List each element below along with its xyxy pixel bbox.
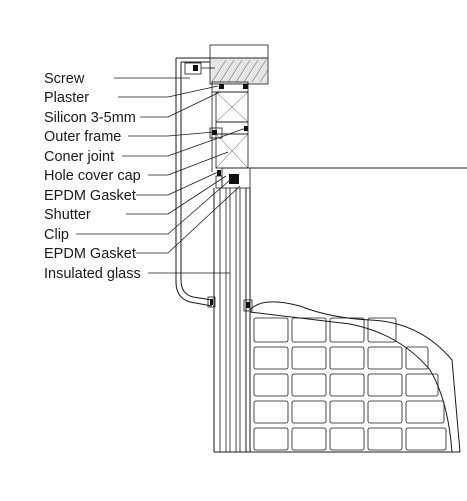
- glass-block-wall: [214, 301, 461, 453]
- glass-block: [405, 373, 439, 397]
- glass-block: [253, 373, 289, 397]
- glass-block: [367, 346, 403, 370]
- wall-top: [209, 44, 269, 85]
- glass-block: [291, 317, 327, 343]
- clip-gasket: [215, 167, 251, 189]
- glass-block: [329, 346, 365, 370]
- glass-block: [329, 373, 365, 397]
- glass-block: [253, 427, 289, 451]
- glass-block: [291, 346, 327, 370]
- leader-lines: [76, 77, 247, 274]
- glass-block: [405, 427, 447, 451]
- glass-block: [367, 427, 403, 451]
- label-outer-frame: Outer frame: [44, 129, 121, 145]
- glass-blocks: [253, 317, 447, 451]
- label-epdm-gasket-1: EPDM Gasket: [44, 188, 136, 204]
- glass-block: [405, 400, 445, 424]
- label-clip: Clip: [44, 227, 69, 243]
- glass-block: [329, 400, 365, 424]
- glass-block: [291, 427, 327, 451]
- label-shutter: Shutter: [44, 207, 91, 223]
- label-plaster: Plaster: [44, 90, 89, 106]
- plaster-outline: [175, 57, 213, 307]
- lower-fixings: [207, 296, 253, 312]
- glass-block: [291, 373, 327, 397]
- label-hole-cover-cap: Hole cover cap: [44, 168, 141, 184]
- label-epdm-gasket-2: EPDM Gasket: [44, 246, 136, 262]
- glass-block: [253, 346, 289, 370]
- glass-block: [291, 400, 327, 424]
- label-screw: Screw: [44, 71, 85, 87]
- label-insulated-glass: Insulated glass: [44, 266, 141, 282]
- glass-block: [329, 317, 365, 343]
- glass-block: [253, 400, 289, 424]
- outer-frame-section: [209, 81, 249, 172]
- glass-block: [253, 317, 289, 343]
- label-coner-joint: Coner joint: [44, 149, 114, 165]
- screw-icon: [184, 62, 215, 75]
- glass-block: [367, 400, 403, 424]
- insulated-glass-panes: [213, 188, 251, 452]
- glass-block: [405, 346, 429, 370]
- glass-block: [329, 427, 365, 451]
- glass-block: [367, 373, 403, 397]
- label-silicon: Silicon 3-5mm: [44, 110, 136, 126]
- glass-block: [367, 317, 397, 343]
